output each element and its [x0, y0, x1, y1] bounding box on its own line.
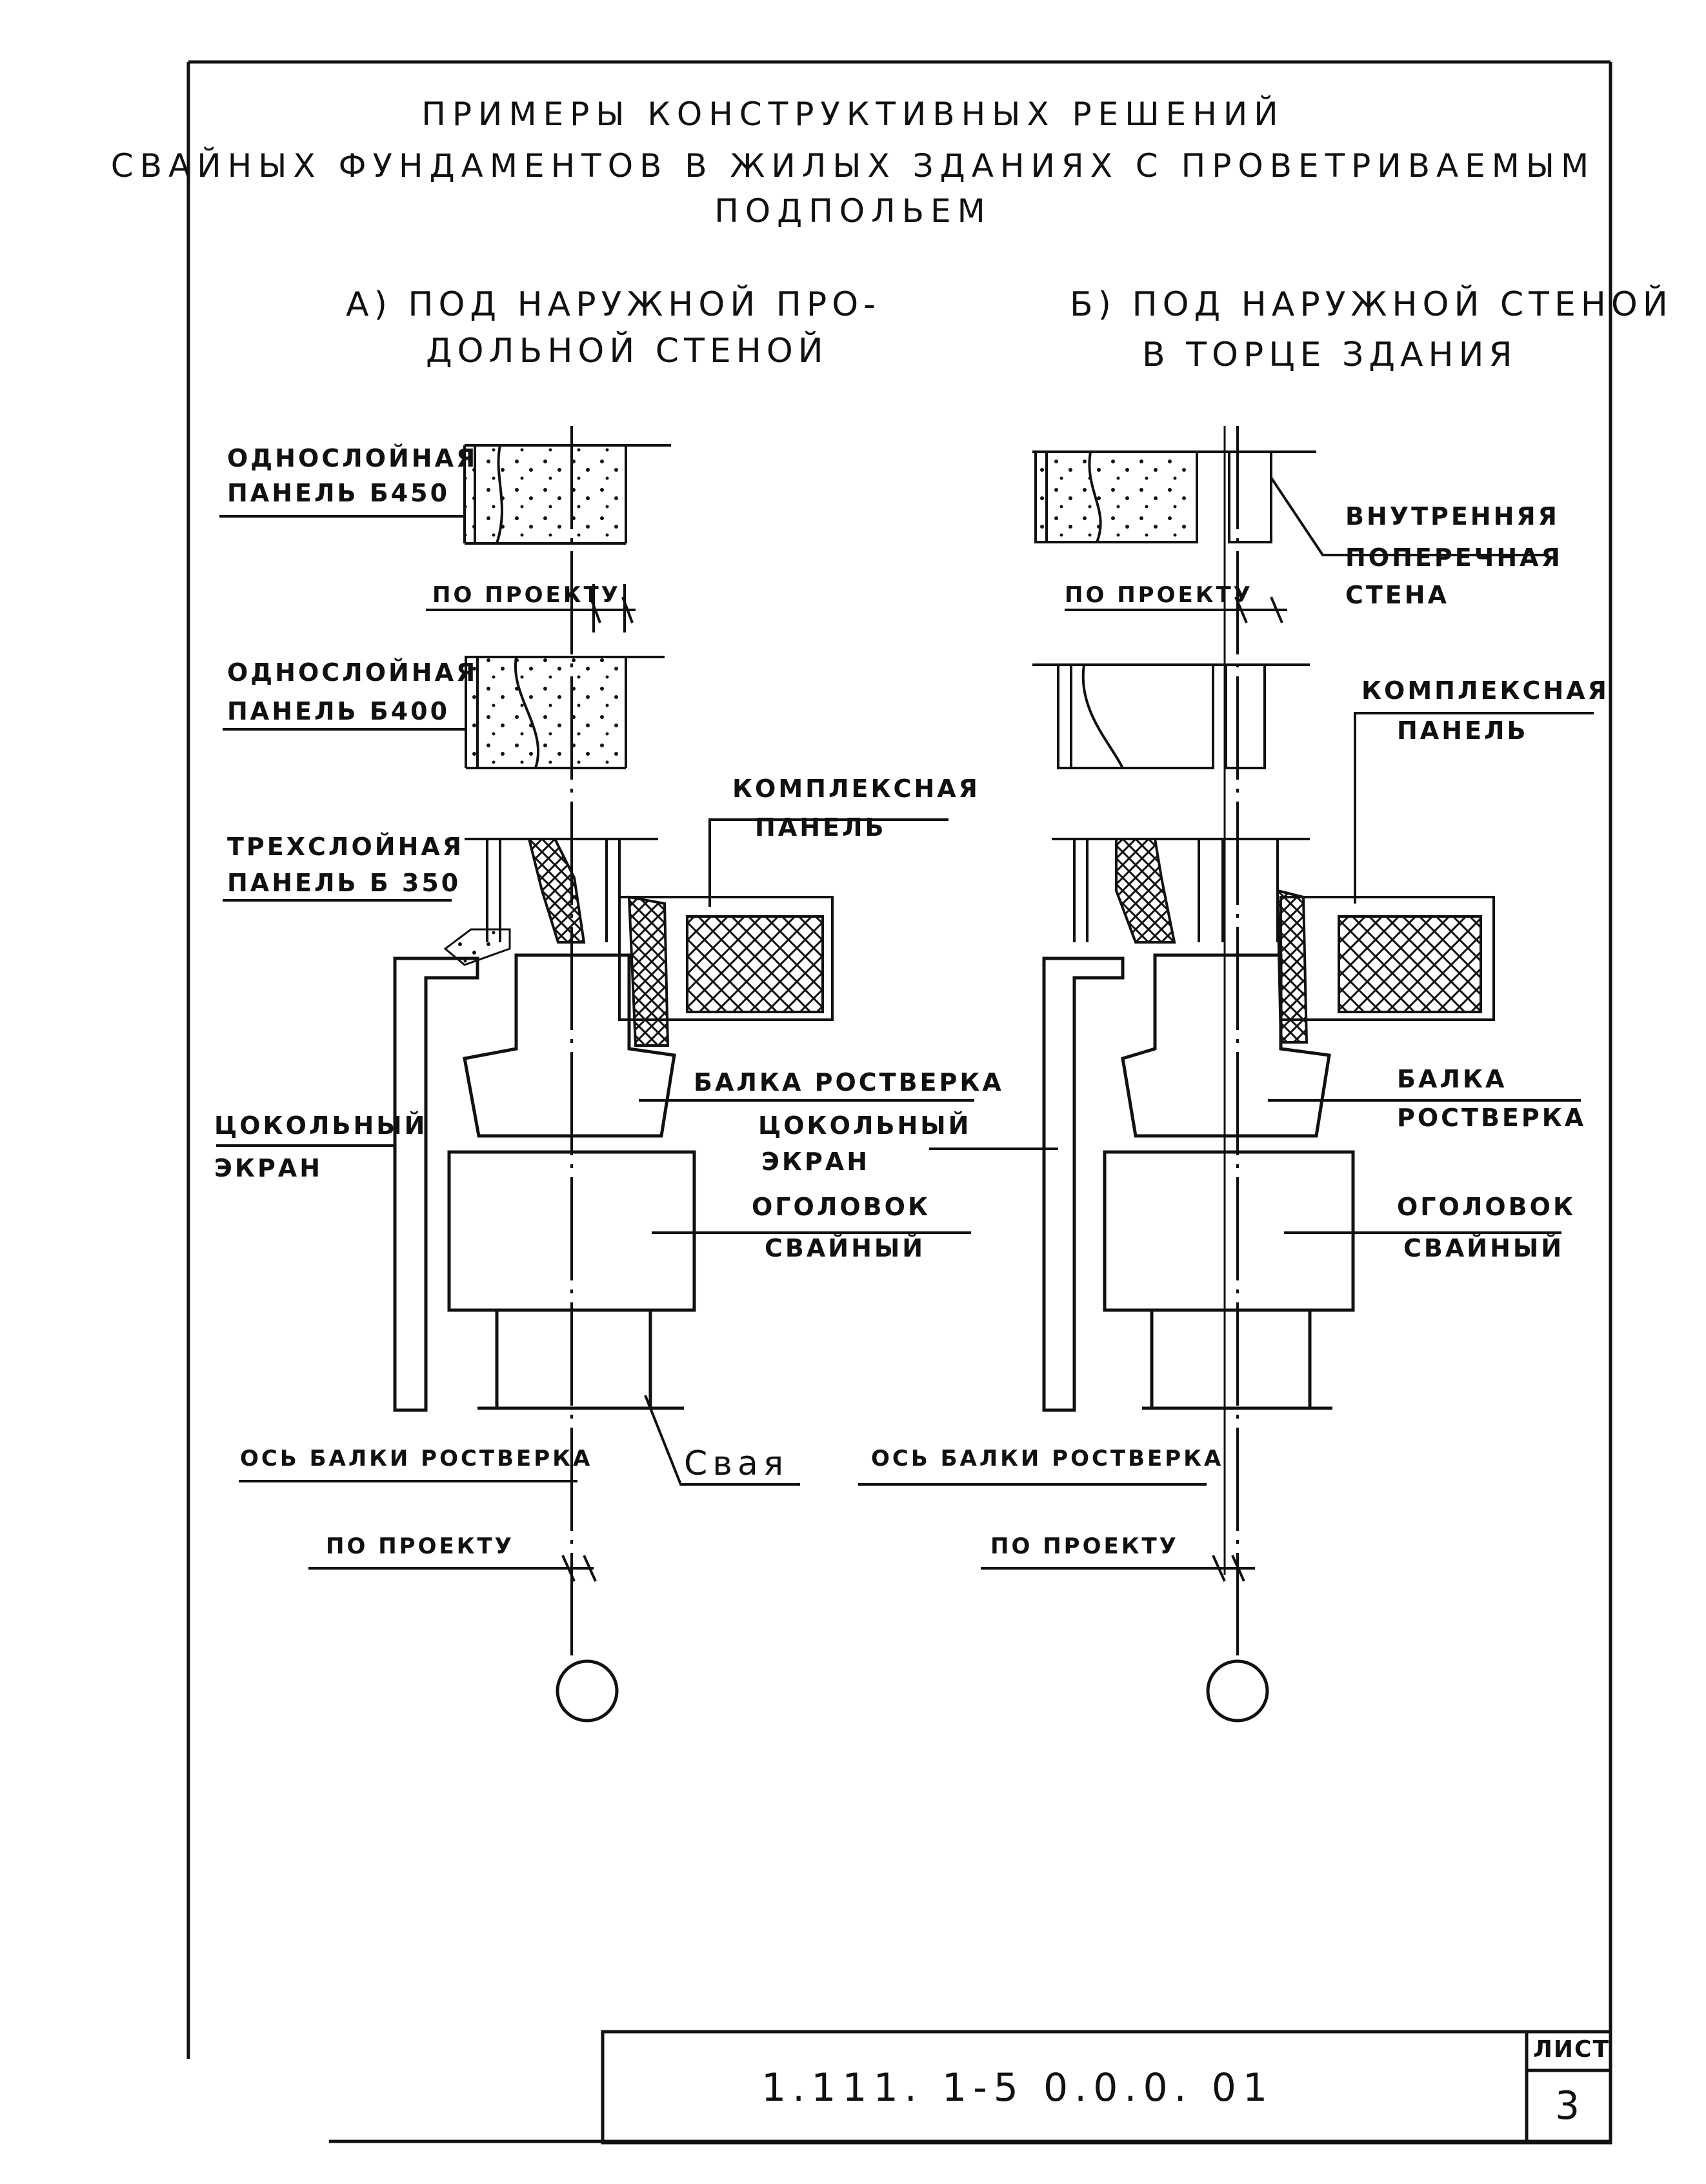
label-complex-panel-b-line2: панель	[1397, 716, 1529, 745]
label-plinth-screen-center-line1: цокольный	[758, 1111, 972, 1140]
axis-marker-b	[1206, 1659, 1269, 1723]
variant-b-caption-line1: б) под наружной стеной	[1070, 285, 1673, 324]
label-by-project-top-b: по проекту	[1065, 582, 1253, 608]
label-pile-cap-a-line2: свайный	[765, 1234, 926, 1262]
label-beam-axis-a: ось балки ростверка	[240, 1446, 593, 1471]
label-by-project-top-a: по проекту	[432, 582, 621, 608]
label-pile: Свая	[684, 1444, 789, 1483]
dimension-top-b	[1065, 596, 1287, 623]
label-grillage-beam-a: балка ростверка	[694, 1068, 1004, 1097]
label-beam-axis-b: ось балки ростверка	[871, 1446, 1224, 1471]
plinth-screen-b	[1042, 956, 1125, 1412]
leaders-a	[216, 515, 974, 1486]
plinth-screen-a	[393, 956, 479, 1412]
label-grillage-beam-b-line2: ростверка	[1397, 1104, 1587, 1132]
label-inner-wall-line2: поперечная	[1345, 543, 1563, 572]
variant-b-caption-line2: в торце здания	[1142, 336, 1518, 374]
label-panel-400-line1: однослойная	[227, 658, 478, 687]
variant-a-drawing	[216, 426, 974, 1723]
leaders-b	[929, 476, 1594, 1234]
complex-panel-a	[618, 895, 834, 1047]
axis-marker-a	[556, 1659, 619, 1723]
label-pile-cap-b-line2: свайный	[1403, 1234, 1565, 1262]
drawing-title-line1: Примеры конструктивных решений	[421, 96, 1285, 133]
panel-450-a	[463, 444, 671, 545]
label-plinth-screen-a-line2: экран	[214, 1154, 323, 1182]
label-panel-450-line2: панель б450	[227, 479, 450, 507]
sheet-label: лист	[1533, 2036, 1611, 2063]
title-block	[601, 2030, 1612, 2145]
dimension-bottom-a	[239, 1480, 597, 1582]
label-pile-cap-a-line1: оголовок	[752, 1193, 931, 1221]
dimension-bottom-b	[858, 1483, 1255, 1582]
label-plinth-screen-center-line2: экран	[761, 1148, 870, 1176]
panel-400-a	[465, 656, 665, 769]
label-pile-cap-b-line1: оголовок	[1397, 1193, 1576, 1221]
label-panel-450-line1: однослойная	[227, 444, 478, 472]
variant-a-caption-line2: дольной стеной	[426, 332, 828, 370]
label-complex-panel-a-line2: панель	[755, 813, 887, 842]
label-panel-400-line2: панель б400	[227, 697, 450, 725]
label-plinth-screen-a-line1: цокольный	[214, 1111, 428, 1140]
grillage-beam-a	[463, 953, 676, 1138]
variant-a-caption-line1: а) под наружной про-	[346, 285, 881, 324]
pile-cap-a	[447, 1150, 696, 1312]
dimension-top-a	[426, 584, 636, 632]
label-panel-350-line2: панель б 350	[227, 869, 461, 897]
sheet-number: 3	[1555, 2083, 1587, 2128]
label-grillage-beam-b-line1: балка	[1397, 1065, 1507, 1093]
drawing-title-line3: подпольем	[714, 192, 992, 230]
panel-top-b	[1032, 450, 1316, 543]
panel-350-a	[443, 838, 658, 966]
document-code: 1.111. 1-5 0.0.0. 01	[761, 2065, 1274, 2110]
drawing-title-line2: свайных фундаментов в жилых зданиях с пр…	[110, 147, 1596, 185]
label-panel-350-line1: трехслойная	[227, 833, 465, 861]
grillage-beam-b	[1121, 953, 1331, 1138]
panel-middle-b	[1032, 663, 1310, 769]
label-by-project-bottom-a: по проекту	[326, 1533, 514, 1559]
label-inner-wall-line1: внутренняя	[1345, 502, 1560, 531]
label-complex-panel-b-line1: комплексная	[1361, 676, 1609, 705]
panel-lower-b	[1052, 838, 1310, 944]
pile-cap-b	[1103, 1150, 1355, 1312]
label-complex-panel-a-line1: комплексная	[732, 774, 980, 803]
pile-a	[477, 1310, 684, 1410]
variant-b-drawing	[858, 426, 1594, 1723]
complex-panel-b	[1276, 889, 1495, 1044]
pile-b	[1142, 1310, 1332, 1410]
label-by-project-bottom-b: по проекту	[990, 1533, 1179, 1559]
label-inner-wall-line3: стена	[1345, 581, 1449, 609]
